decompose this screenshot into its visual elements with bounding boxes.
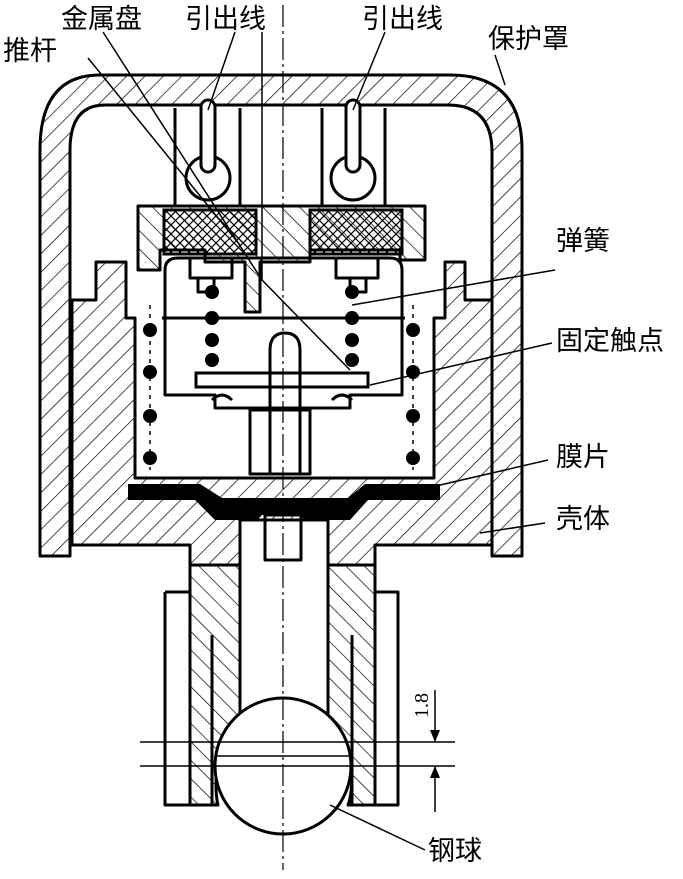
contact-hooks	[210, 393, 354, 402]
label-fixed-contact: 固定触点	[556, 326, 664, 357]
outer-sleeve-right	[348, 590, 400, 807]
label-metal-disc: 金属盘	[61, 4, 142, 35]
leader-lines	[87, 31, 556, 851]
push-rod-guide	[248, 408, 312, 476]
protective-cover	[38, 73, 524, 558]
insulator-right	[308, 208, 404, 256]
spring-inner	[205, 285, 359, 367]
label-lead-wire-left: 引出线	[185, 4, 266, 35]
dimension-1-8: 1.8	[140, 690, 455, 812]
label-push-rod: 推杆	[3, 36, 57, 67]
contact-plate	[194, 371, 370, 389]
label-lead-wire-right: 引出线	[362, 4, 443, 35]
spring-outer-axis	[149, 305, 414, 470]
label-housing: 壳体	[556, 504, 610, 535]
bore-walls	[238, 565, 330, 700]
label-spring: 弹簧	[556, 226, 610, 257]
diaphragm	[128, 484, 440, 520]
label-steel-ball: 钢球	[428, 836, 482, 867]
label-protective-cover: 保护罩	[488, 24, 569, 55]
lead-terminal-left	[173, 98, 242, 206]
fixed-contact-right	[334, 258, 380, 294]
outer-sleeve-left	[163, 590, 218, 807]
dimension-value: 1.8	[411, 693, 433, 718]
insulator-left	[162, 208, 258, 256]
push-rod	[268, 331, 302, 474]
label-diaphragm: 膜片	[556, 442, 610, 473]
housing	[70, 260, 494, 567]
lead-terminal-right	[320, 98, 387, 206]
